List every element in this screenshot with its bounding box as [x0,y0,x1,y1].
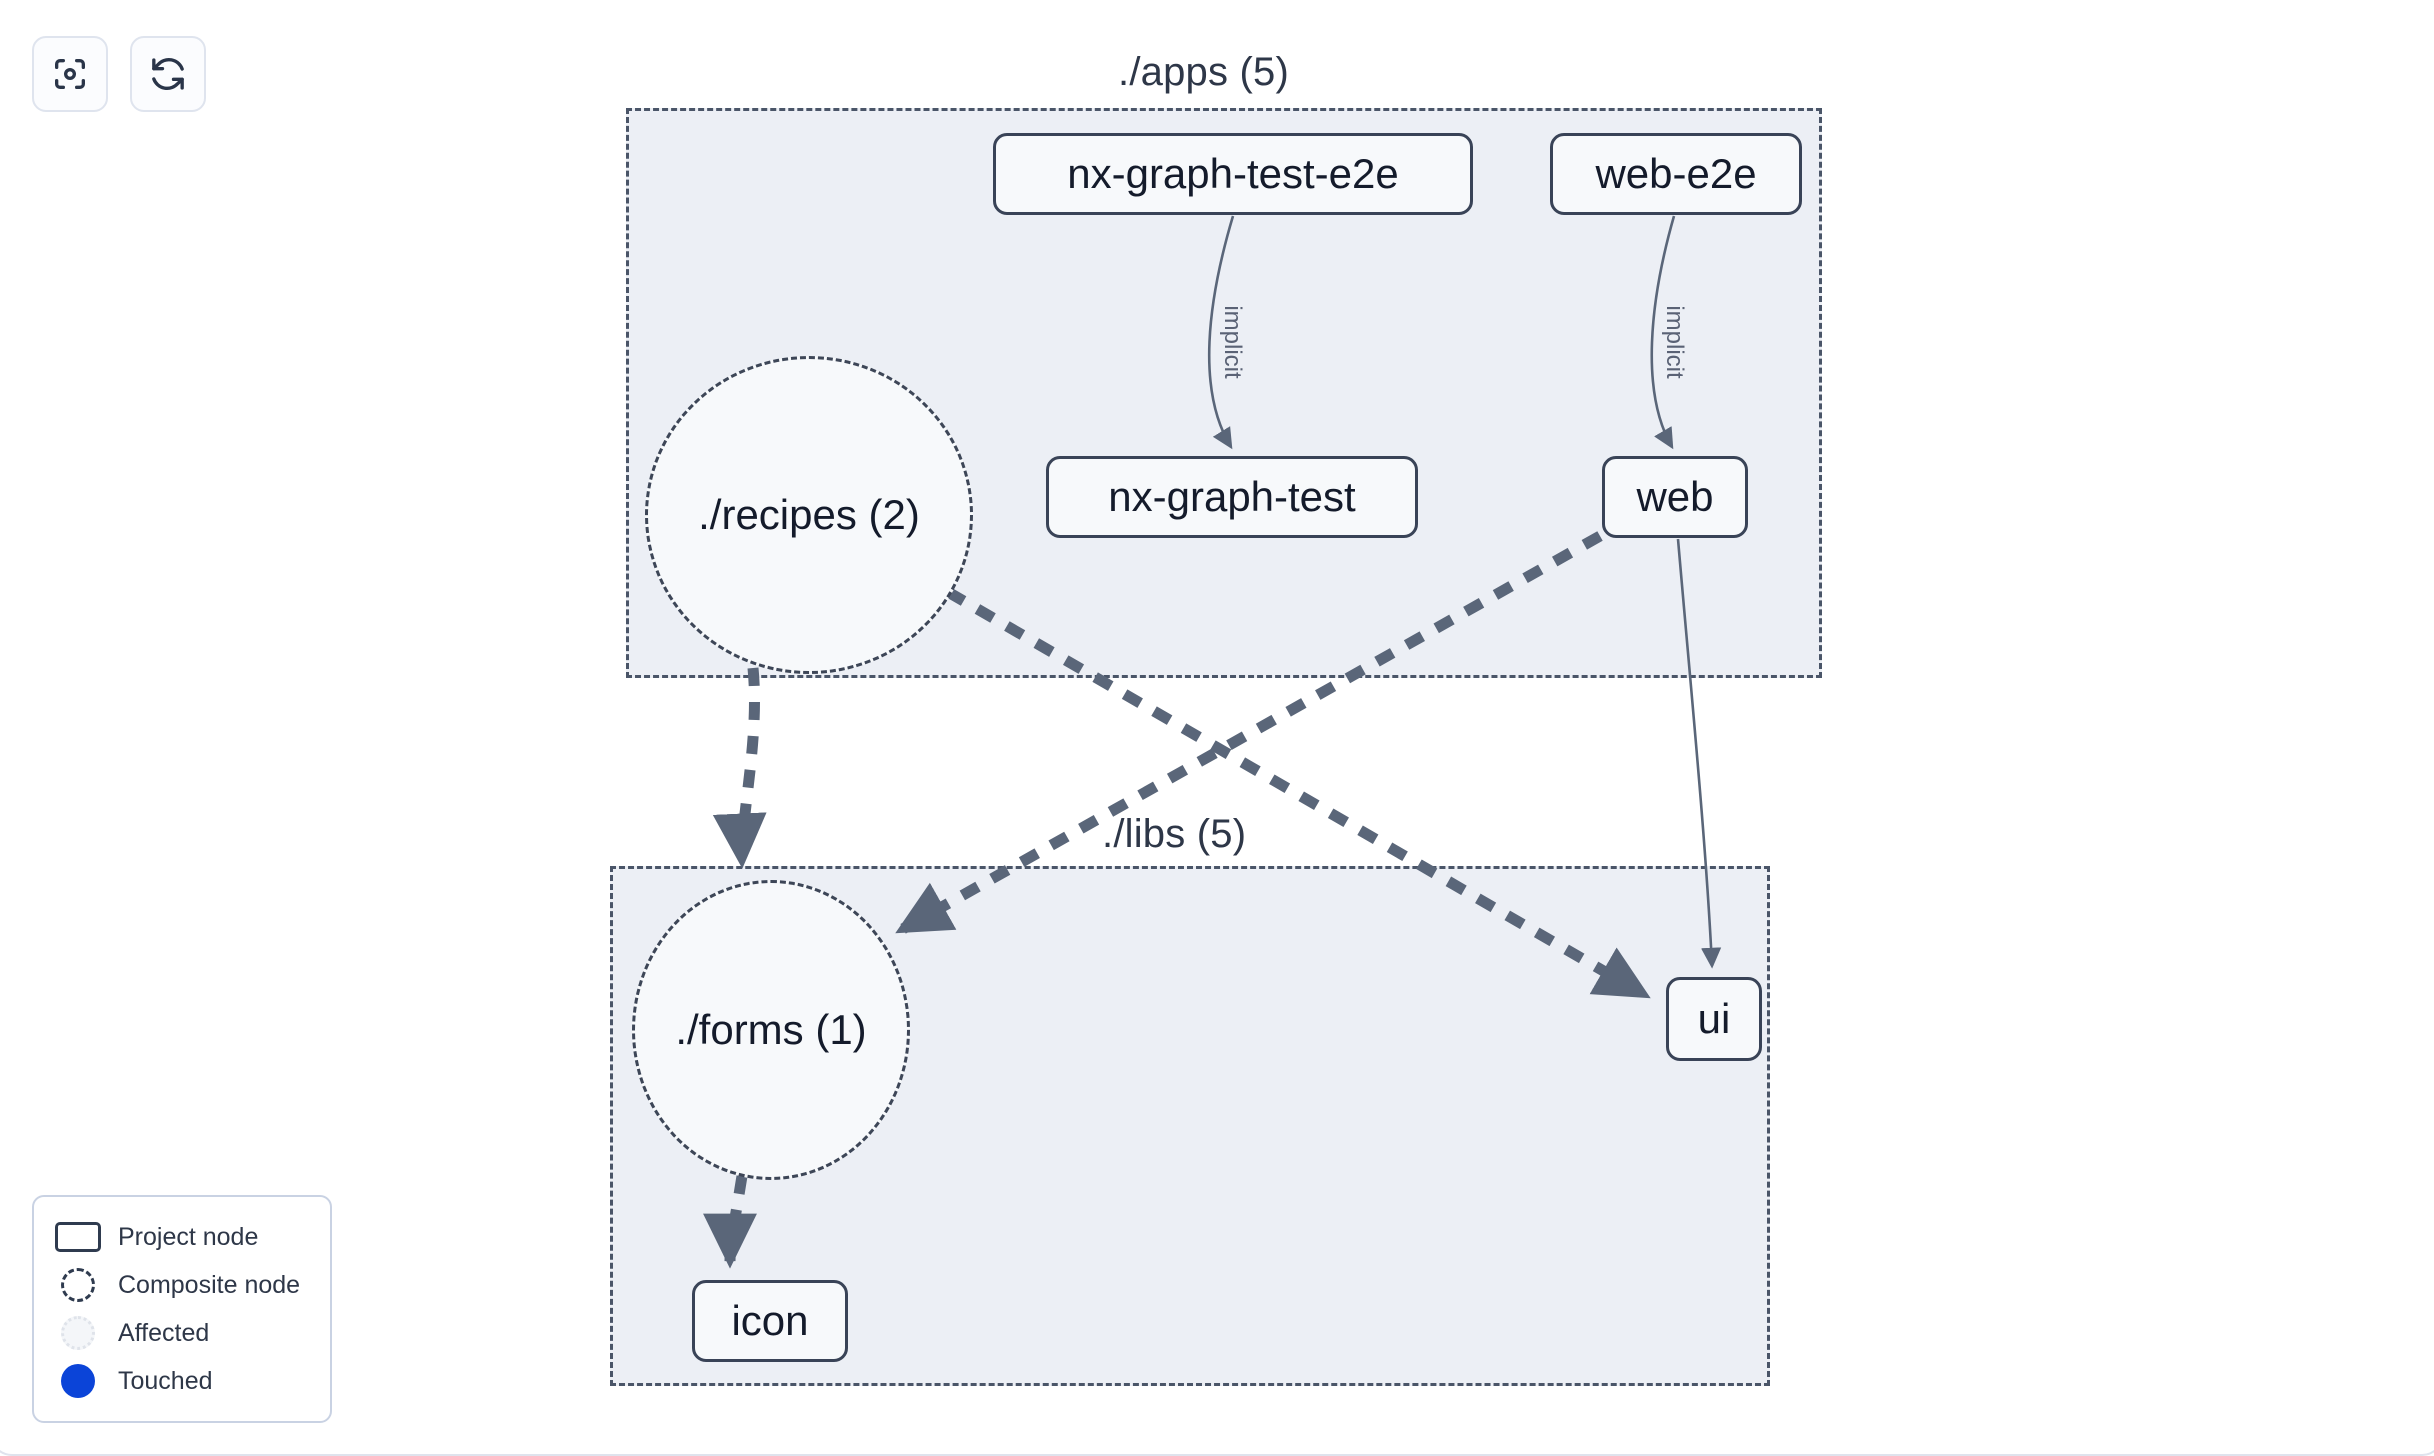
project-node-web[interactable]: web [1602,456,1748,538]
touched-swatch [52,1364,104,1398]
legend-item-affected: Affected [52,1309,312,1357]
composite-node-recipes[interactable]: ./recipes (2) [645,356,973,674]
focus-graph-button[interactable] [32,36,108,112]
project-node-nx-graph-test[interactable]: nx-graph-test [1046,456,1418,538]
graph-legend: Project node Composite node Affected Tou… [32,1195,332,1423]
project-node-swatch [52,1220,104,1254]
legend-item-composite-node: Composite node [52,1261,312,1309]
edge-recipes-to-forms [712,667,767,869]
focus-icon [50,54,90,94]
project-node-icon[interactable]: icon [692,1280,848,1362]
refresh-icon [148,54,188,94]
project-node-ui[interactable]: ui [1666,977,1762,1061]
composite-node-forms[interactable]: ./forms (1) [632,880,910,1180]
legend-label-touched: Touched [118,1366,213,1395]
group-label-libs: ./libs (5) [1102,812,1247,856]
composite-node-swatch [52,1268,104,1302]
legend-label-project-node: Project node [118,1222,259,1251]
edge-label-implicit-web: implicit [1661,305,1688,379]
legend-label-composite-node: Composite node [118,1270,301,1299]
legend-item-touched: Touched [52,1357,312,1405]
affected-swatch [52,1316,104,1350]
legend-item-project-node: Project node [52,1213,312,1261]
group-label-apps: ./apps (5) [1118,50,1289,94]
graph-toolbar [32,36,206,112]
legend-label-affected: Affected [118,1318,210,1347]
refresh-graph-button[interactable] [130,36,206,112]
project-node-nx-graph-test-e2e[interactable]: nx-graph-test-e2e [993,133,1473,215]
project-node-web-e2e[interactable]: web-e2e [1550,133,1802,215]
edge-label-implicit-nxgraphtest: implicit [1219,305,1246,379]
